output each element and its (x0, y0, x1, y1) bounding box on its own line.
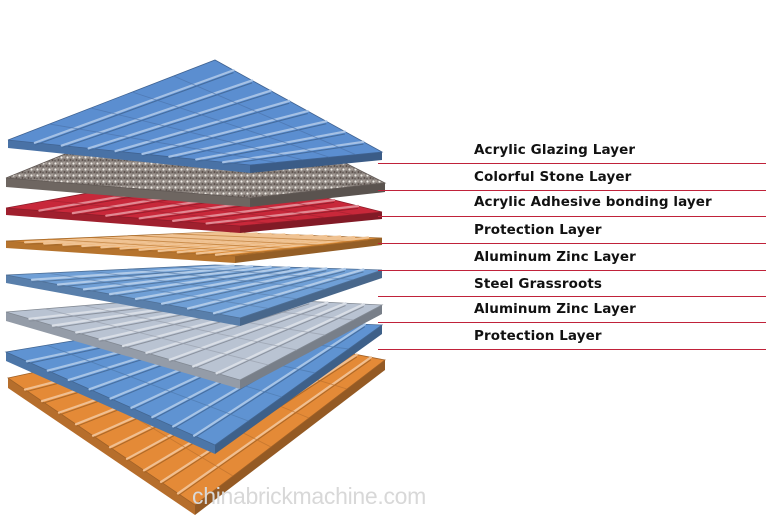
layer-label-steel-grassroots: Steel Grassroots (474, 276, 603, 292)
layer-label-aluminum-zinc-top: Aluminum Zinc Layer (474, 249, 636, 265)
leader-line-1 (378, 163, 766, 164)
sheet-protection-top (5, 231, 383, 263)
layer-label-protection-top: Protection Layer (474, 222, 602, 238)
layer-label-acrylic-glazing: Acrylic Glazing Layer (474, 142, 636, 158)
leader-line-6 (378, 296, 766, 297)
leader-line-3 (378, 216, 766, 217)
layer-label-colorful-stone: Colorful Stone Layer (474, 169, 632, 185)
watermark-text: chinabrickmachine.com (192, 483, 427, 509)
sheet-acrylic-glazing (7, 59, 384, 173)
leader-line-2 (378, 190, 766, 191)
sheet-steel-grassroots (5, 295, 384, 389)
leader-line-4 (378, 243, 766, 244)
leader-line-8 (378, 349, 766, 350)
leader-line-7 (378, 322, 766, 323)
layer-label-acrylic-adhesive: Acrylic Adhesive bonding layer (474, 194, 712, 210)
layer-label-protection-bottom: Protection Layer (474, 328, 602, 344)
layer-label-aluminum-zinc-bottom: Aluminum Zinc Layer (474, 301, 636, 317)
leader-line-5 (378, 270, 766, 271)
